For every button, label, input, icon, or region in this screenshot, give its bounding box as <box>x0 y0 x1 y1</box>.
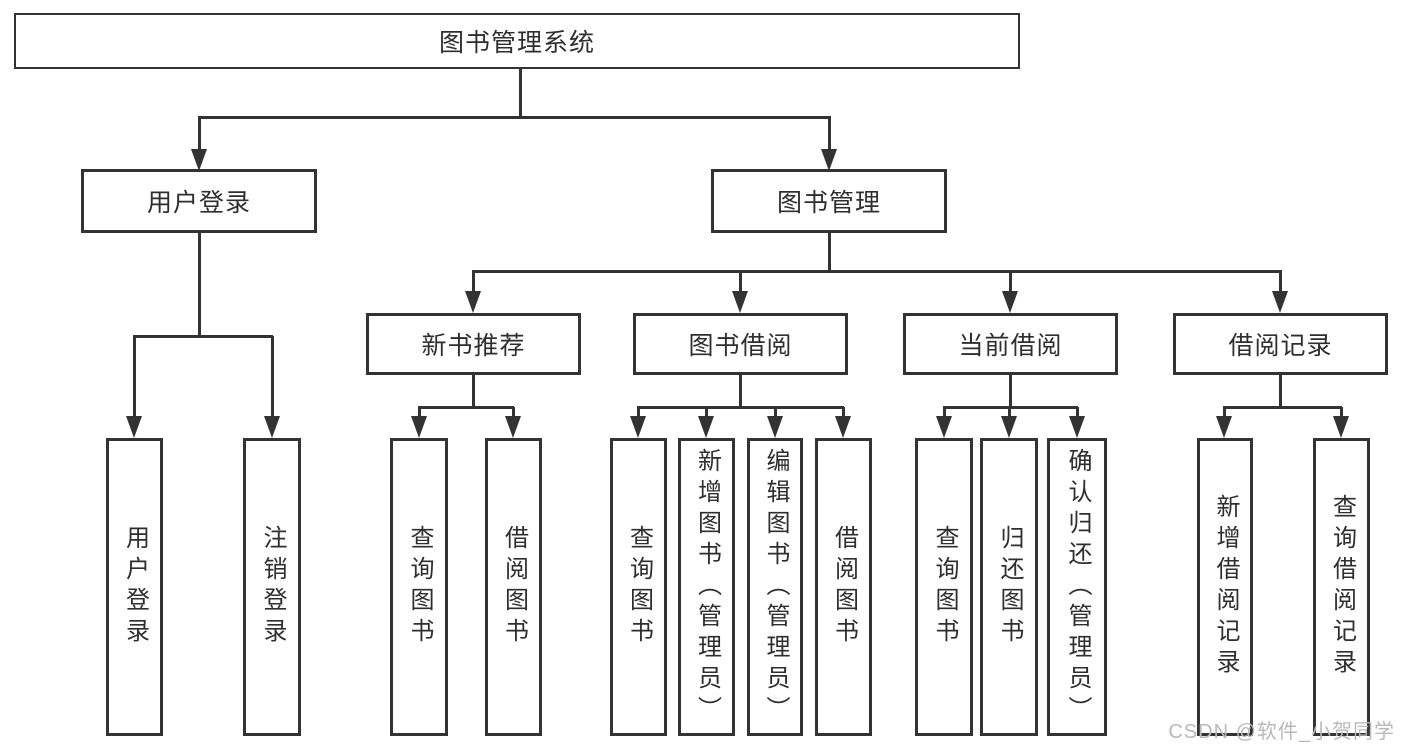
connector-line <box>1009 374 1012 408</box>
node-borrowing-records-label: 借阅记录 <box>1228 332 1333 360</box>
node-book-borrowing-label: 图书借阅 <box>688 332 793 360</box>
leaf-borrow-query-books: 查询图书 <box>610 438 667 736</box>
connector-line <box>418 407 421 419</box>
node-new-book-recommend: 新书推荐 <box>366 313 581 375</box>
node-book-management: 图书管理 <box>711 169 947 233</box>
arrow-down-icon <box>191 149 207 171</box>
connector-line <box>1340 407 1343 419</box>
node-current-borrowing-label: 当前借阅 <box>958 332 1063 360</box>
connector-line <box>519 68 522 118</box>
connector-line <box>1076 407 1079 419</box>
arrow-down-icon <box>767 416 783 438</box>
arrow-down-icon <box>126 416 142 438</box>
leaf-current-confirm-return-admin: 确认归还（管理员） <box>1047 438 1107 736</box>
connector-line <box>828 233 831 273</box>
arrow-down-icon <box>835 416 851 438</box>
leaf-current-return-books-label: 归还图书 <box>996 525 1023 649</box>
connector-line <box>418 406 514 409</box>
csdn-watermark: CSDN @软件_小贺同学 <box>1168 721 1395 743</box>
connector-line <box>133 336 136 420</box>
arrow-down-icon <box>1272 291 1288 313</box>
node-root-label: 图书管理系统 <box>438 29 595 57</box>
connector-line <box>1009 271 1012 295</box>
connector-line <box>271 336 274 420</box>
leaf-record-query-borrow-record-label: 查询借阅记录 <box>1328 494 1356 680</box>
connector-line <box>133 335 273 338</box>
arrow-down-icon <box>465 291 481 313</box>
arrow-down-icon <box>698 416 714 438</box>
leaf-logout-label: 注销登录 <box>259 525 286 649</box>
node-book-management-label: 图书管理 <box>776 189 881 217</box>
arrow-down-icon <box>1333 416 1349 438</box>
leaf-borrow-add-books-admin-label: 新增图书（管理员） <box>693 447 721 727</box>
connector-line <box>828 117 831 153</box>
leaf-record-query-borrow-record: 查询借阅记录 <box>1313 438 1370 736</box>
leaf-record-add-borrow-record-label: 新增借阅记录 <box>1212 494 1239 680</box>
node-borrowing-records: 借阅记录 <box>1173 313 1388 375</box>
connector-line <box>842 407 845 419</box>
arrow-down-icon <box>936 416 952 438</box>
node-book-borrowing: 图书借阅 <box>633 313 848 375</box>
leaf-current-query-books-label: 查询图书 <box>931 525 958 649</box>
leaf-borrow-query-books-label: 查询图书 <box>625 525 653 649</box>
arrow-down-icon <box>411 416 427 438</box>
leaf-borrow-edit-books-admin: 编辑图书（管理员） <box>747 438 803 736</box>
connector-line <box>472 270 1282 273</box>
connector-line <box>1223 407 1226 419</box>
connector-line <box>1279 374 1282 408</box>
leaf-borrow-borrow-books-label: 借阅图书 <box>830 525 858 649</box>
leaf-recommend-query-books: 查询图书 <box>390 438 448 736</box>
leaf-current-confirm-return-admin-label: 确认归还（管理员） <box>1064 447 1091 727</box>
leaf-borrow-borrow-books: 借阅图书 <box>815 438 872 736</box>
connector-line <box>943 407 946 419</box>
connector-line <box>739 271 742 295</box>
arrow-down-icon <box>1069 416 1085 438</box>
leaf-user-login-label: 用户登录 <box>121 525 149 649</box>
connector-line <box>739 374 742 408</box>
arrow-down-icon <box>732 291 748 313</box>
arrow-down-icon <box>505 416 521 438</box>
leaf-borrow-add-books-admin: 新增图书（管理员） <box>678 438 735 736</box>
node-new-book-recommend-label: 新书推荐 <box>421 332 526 360</box>
arrow-down-icon <box>1001 416 1017 438</box>
connector-line <box>1223 406 1342 409</box>
connector-line <box>198 116 831 119</box>
connector-line <box>472 374 475 408</box>
leaf-borrow-edit-books-admin-label: 编辑图书（管理员） <box>762 447 789 727</box>
leaf-recommend-borrow-books: 借阅图书 <box>485 438 542 736</box>
leaf-user-login: 用户登录 <box>106 438 163 736</box>
node-current-borrowing: 当前借阅 <box>903 313 1118 375</box>
leaf-current-query-books: 查询图书 <box>915 438 973 736</box>
leaf-record-add-borrow-record: 新增借阅记录 <box>1197 438 1253 736</box>
connector-line <box>637 407 640 419</box>
connector-line <box>512 407 515 419</box>
connector-line <box>1279 271 1282 295</box>
node-user-login: 用户登录 <box>81 169 317 233</box>
leaf-current-return-books: 归还图书 <box>980 438 1038 736</box>
node-user-login-label: 用户登录 <box>146 189 251 217</box>
connector-line <box>198 117 201 153</box>
arrow-down-icon <box>630 416 646 438</box>
arrow-down-icon <box>1002 291 1018 313</box>
connector-line <box>198 233 201 337</box>
arrow-down-icon <box>821 149 837 171</box>
connector-line <box>637 406 844 409</box>
leaf-recommend-borrow-books-label: 借阅图书 <box>500 525 528 649</box>
node-root: 图书管理系统 <box>14 13 1020 69</box>
arrow-down-icon <box>264 416 280 438</box>
connector-line <box>1008 407 1011 419</box>
connector-line <box>705 407 708 419</box>
connector-line <box>774 407 777 419</box>
connector-line <box>472 271 475 295</box>
leaf-logout: 注销登录 <box>243 438 301 736</box>
arrow-down-icon <box>1216 416 1232 438</box>
leaf-recommend-query-books-label: 查询图书 <box>406 525 433 649</box>
